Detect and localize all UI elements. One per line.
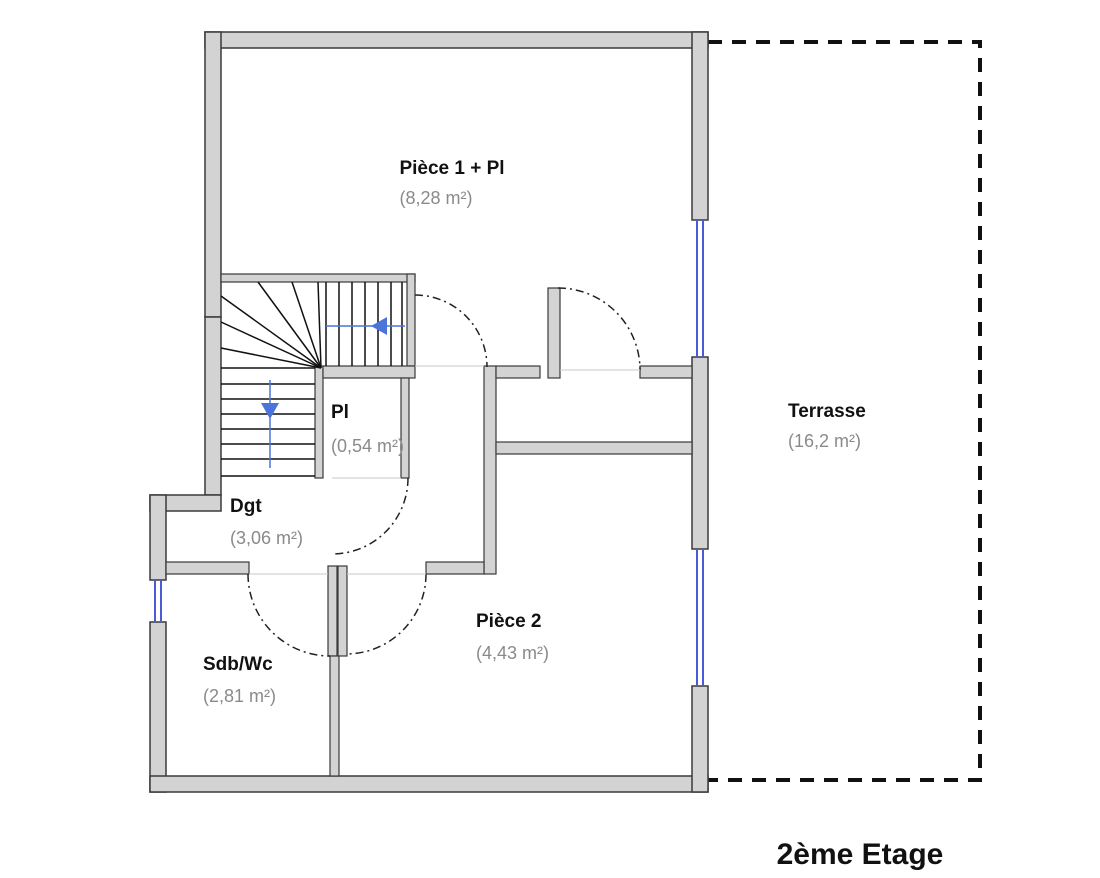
room-label-degagement: Dgt (3,06 m²) [230, 496, 303, 548]
room-area: (2,81 m²) [203, 686, 276, 706]
door-arc-terrace-corridor [557, 287, 641, 371]
room-area: (8,28 m²) [399, 188, 472, 208]
door-arc-piece1 [414, 294, 488, 368]
room-name: Terrasse [788, 401, 866, 422]
room-area: (0,54 m²) [331, 436, 404, 456]
door-arc-sdb [247, 573, 331, 657]
arrow-down-icon [261, 403, 279, 419]
room-area: (16,2 m²) [788, 431, 861, 451]
room-label-piece2: Pièce 2 (4,43 m²) [476, 611, 549, 663]
room-name: Dgt [230, 496, 262, 517]
room-label-piece1: Pièce 1 + Pl (8,28 m²) [399, 158, 504, 208]
outer-walls [149, 31, 709, 793]
staircase [220, 281, 403, 477]
windows [154, 220, 704, 686]
floor-title: 2ème Etage [777, 838, 944, 871]
doors [247, 287, 641, 657]
door-arc-placard [331, 477, 409, 555]
door-thresholds [249, 365, 640, 575]
interior-walls [165, 273, 693, 777]
arrow-left-icon [371, 317, 387, 335]
room-name: Pl [331, 402, 349, 423]
room-label-terrasse: Terrasse (16,2 m²) [788, 401, 866, 451]
room-area: (3,06 m²) [230, 528, 303, 548]
room-name: Sdb/Wc [203, 654, 273, 675]
room-label-sdb: Sdb/Wc (2,81 m²) [203, 654, 276, 706]
door-arc-piece2 [345, 573, 427, 655]
room-name: Pièce 1 + Pl [399, 158, 504, 179]
stair-direction-arrows [261, 317, 405, 468]
room-area: (4,43 m²) [476, 643, 549, 663]
room-label-placard: Pl (0,54 m²) [331, 402, 404, 456]
room-name: Pièce 2 [476, 611, 542, 632]
